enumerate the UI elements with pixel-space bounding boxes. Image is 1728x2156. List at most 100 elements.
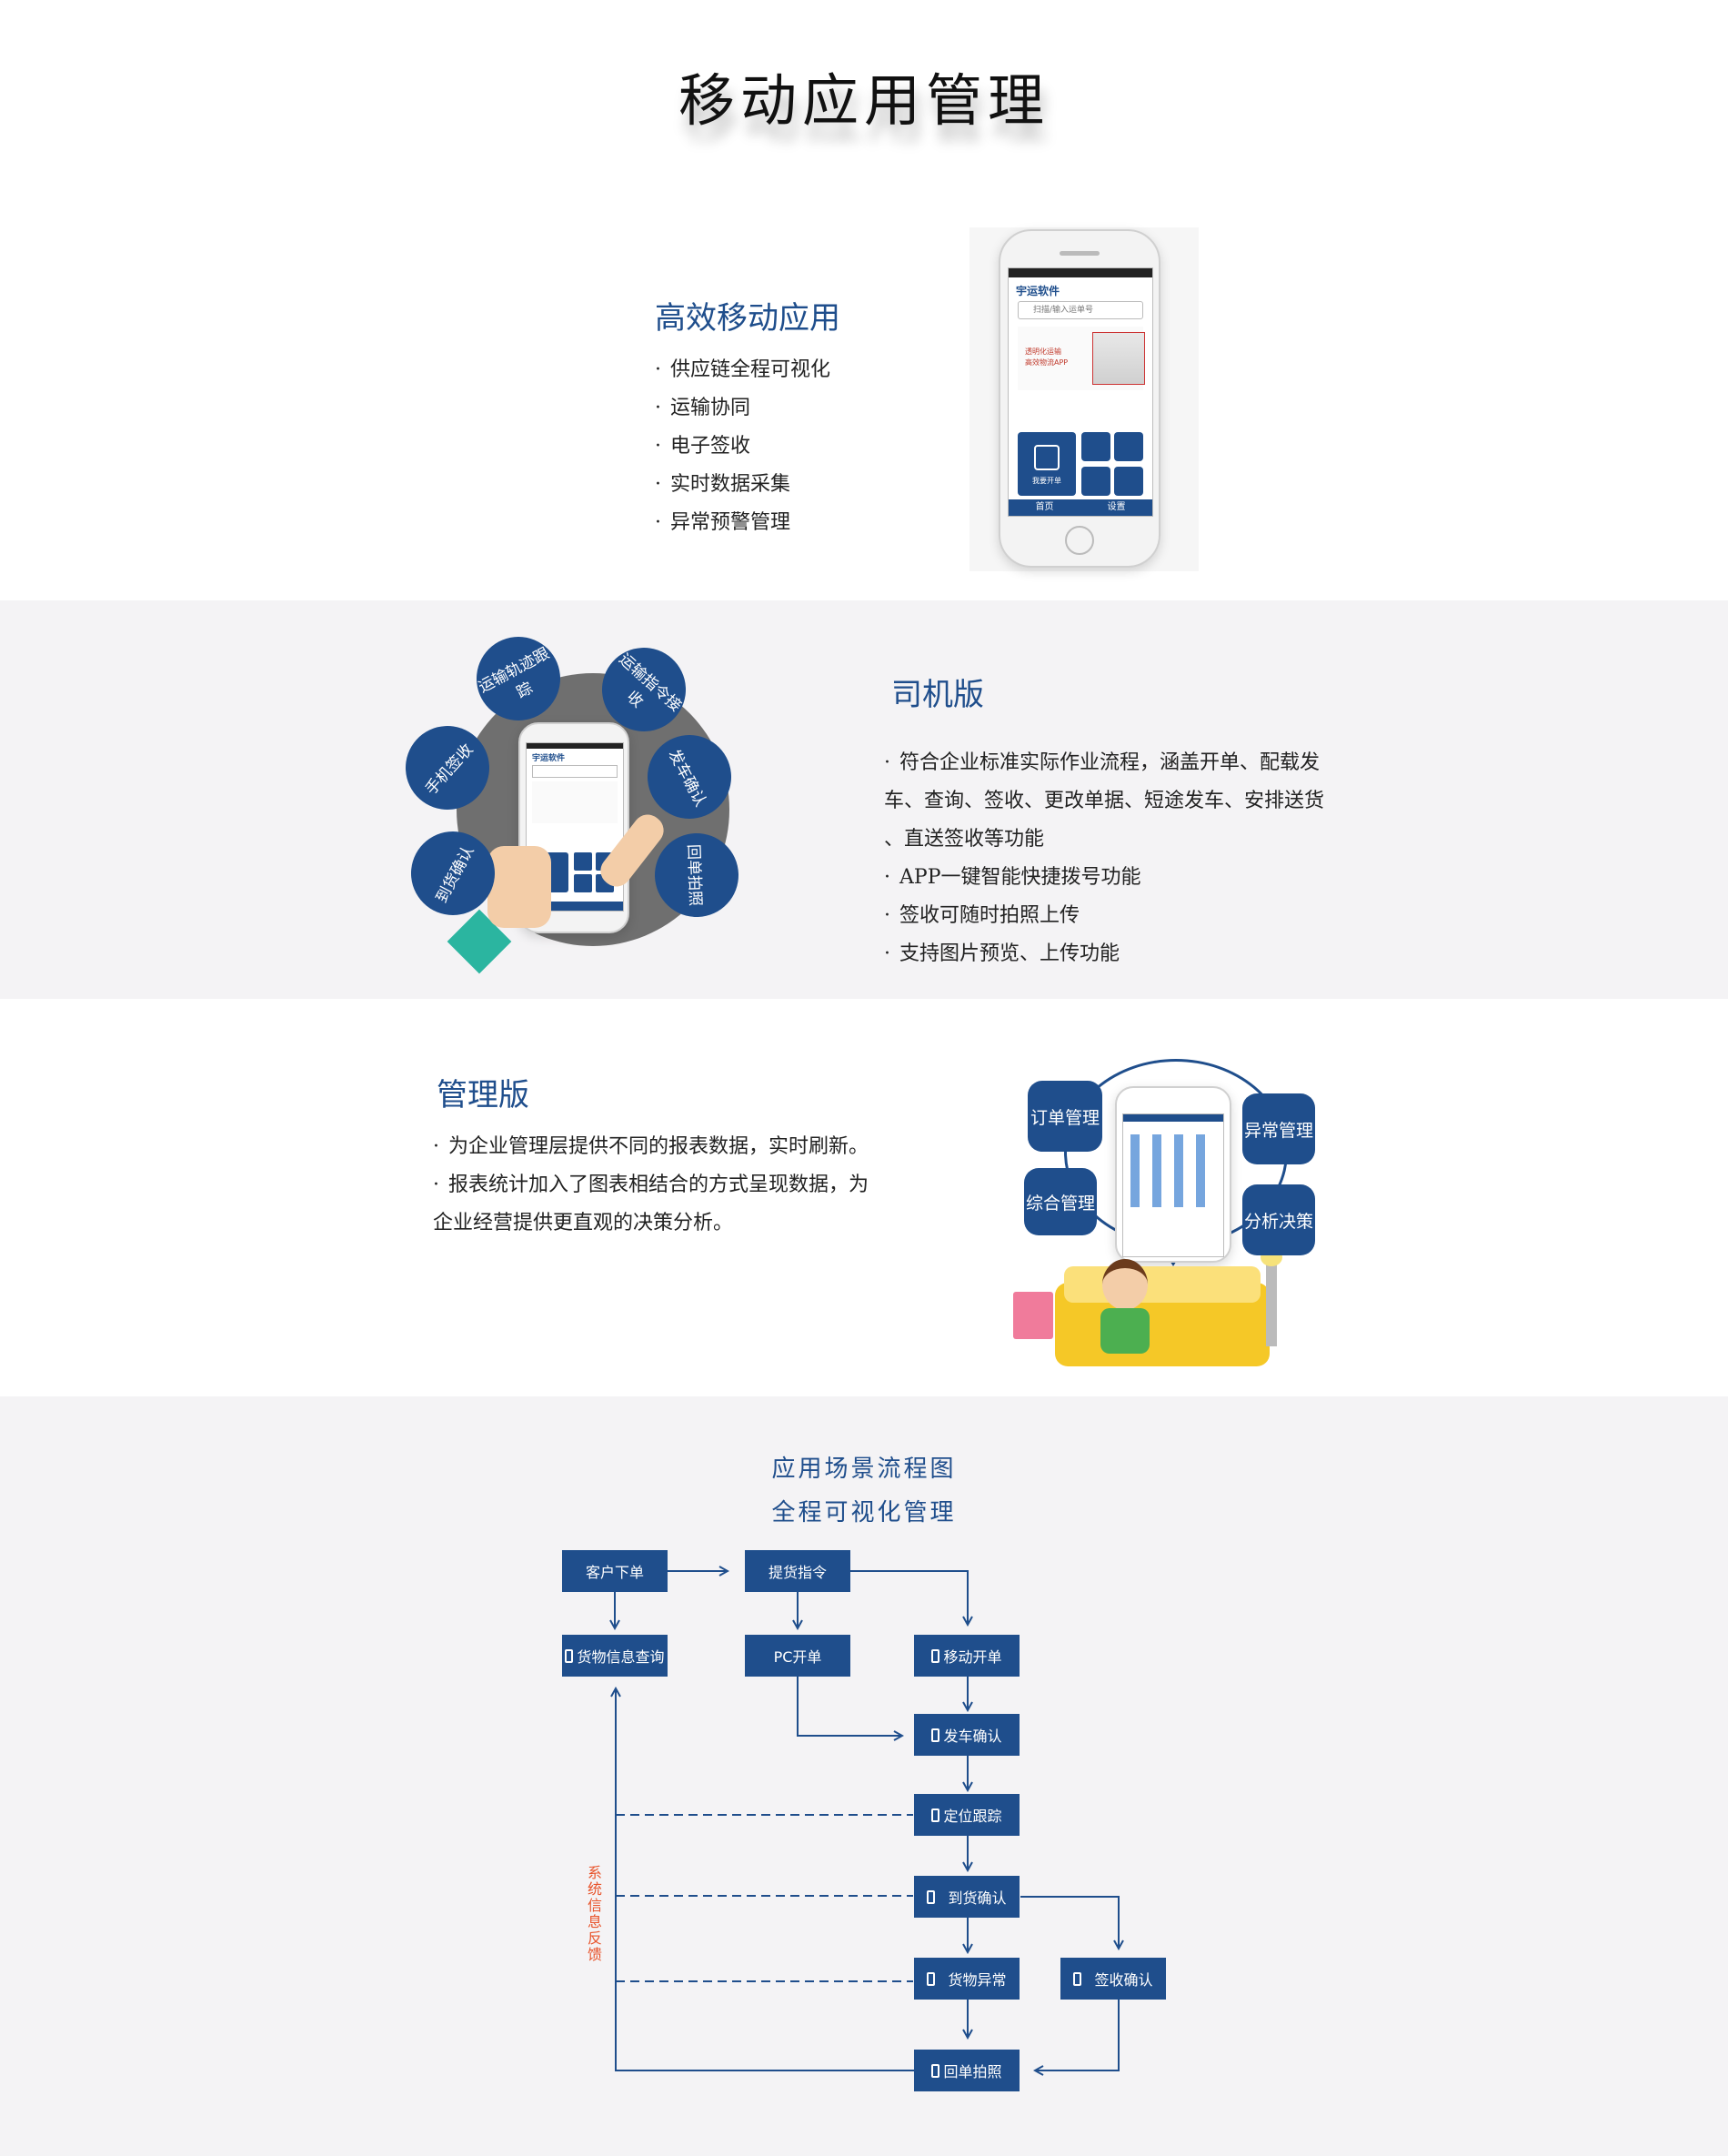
sofa-cushion <box>1064 1266 1261 1303</box>
bullet-item: 异常预警管理 <box>655 504 830 542</box>
bullet-item: 签收可随时拍照上传 <box>884 897 1324 935</box>
app-icon-grid <box>1130 1134 1216 1207</box>
node-label: 定位跟踪 <box>943 1808 1002 1825</box>
mobile-phone-icon <box>927 1971 936 1986</box>
app-search-field <box>532 765 618 778</box>
bullet-item-continued: 、直送签收等功能 <box>884 828 1045 851</box>
banner-line-1: 透明化运输 <box>1025 348 1061 356</box>
flow-node-pickup-command: 提货指令 <box>745 1550 850 1592</box>
node-label: 客户下单 <box>585 1564 644 1581</box>
bullet-item: 运输协同 <box>655 389 830 428</box>
node-label: PC开单 <box>773 1648 822 1666</box>
band-flow <box>0 1396 1728 2156</box>
app-search-field: 扫描/输入运单号 <box>1018 301 1143 319</box>
box-analysis-decision: 分析决策 <box>1242 1184 1315 1255</box>
tab-settings: 设置 <box>1107 502 1126 512</box>
phone-screen <box>1122 1113 1224 1257</box>
person-head <box>1102 1259 1148 1310</box>
app-tile-small <box>1081 432 1110 461</box>
side-drawer <box>1013 1292 1053 1339</box>
app-tile-small <box>1114 467 1143 496</box>
node-label: 提货指令 <box>768 1564 827 1581</box>
phone-mockup: 宇运软件 扫描/输入运单号 透明化运输 高效物流APP 我要开单 首页 设置 <box>999 229 1160 568</box>
mobile-phone-icon <box>931 1728 940 1742</box>
bullet-item: 供应链全程可视化 <box>655 351 830 389</box>
bullet-item: 电子签收 <box>655 428 830 466</box>
mobile-phone-icon <box>927 1889 936 1904</box>
bullet-item: 实时数据采集 <box>655 466 830 504</box>
app-tile-small <box>1114 432 1143 461</box>
flow-node-arrival-confirm: 到货确认 <box>914 1876 1020 1918</box>
bullet-item: 为企业管理层提供不同的报表数据，实时刷新。 <box>433 1128 869 1166</box>
app-tile-big: 我要开单 <box>1018 432 1076 496</box>
flow-node-departure-confirm: 发车确认 <box>914 1714 1020 1756</box>
flow-node-receipt-photo: 回单拍照 <box>914 2050 1020 2091</box>
mobile-phone-icon <box>931 2063 940 2078</box>
flow-node-pc-order: PC开单 <box>745 1635 850 1677</box>
box-exception-management: 异常管理 <box>1242 1093 1315 1164</box>
app-banner <box>532 781 618 823</box>
flow-title: 应用场景流程图 <box>771 1456 957 1483</box>
user-icon <box>1034 445 1060 470</box>
tile-label: 我要开单 <box>1032 477 1061 485</box>
node-label: 货物异常 <box>948 1971 1007 1989</box>
tab-home: 首页 <box>1035 502 1054 512</box>
banner-screens-image <box>1092 332 1145 385</box>
hand-shape <box>487 846 551 928</box>
bullet-item: APP一键智能快捷拨号功能 <box>884 859 1324 897</box>
app-tile-small <box>574 852 592 871</box>
app-tab-bar <box>527 902 623 911</box>
bullet-item-continued: 企业经营提供更直观的决策分析。 <box>433 1212 734 1234</box>
phone-home-button <box>1065 526 1094 555</box>
driver-bullets: 符合企业标准实际作业流程，涵盖开单、配载发 车、查询、签收、更改单据、短途发车、… <box>884 744 1324 973</box>
box-integrated-management: 综合管理 <box>1024 1168 1097 1235</box>
node-label: 货物信息查询 <box>577 1648 665 1666</box>
app-tab-bar: 首页 设置 <box>1009 499 1152 516</box>
flow-node-goods-exception: 货物异常 <box>914 1958 1020 2000</box>
bullet-item: 支持图片预览、上传功能 <box>884 935 1324 973</box>
box-order-management: 订单管理 <box>1028 1081 1102 1152</box>
flow-node-goods-query: 货物信息查询 <box>562 1635 668 1677</box>
person-body <box>1100 1308 1150 1354</box>
connector <box>797 1676 902 1736</box>
page-title: 移动应用管理 <box>678 67 1050 134</box>
banner-line-2: 高效物流APP <box>1025 358 1069 367</box>
app-tile-small <box>1081 467 1110 496</box>
mobile-phone-icon <box>1073 1971 1082 1986</box>
phone-status-bar <box>1123 1114 1223 1122</box>
app-tile-small <box>574 874 592 892</box>
feedback-connector <box>616 1688 914 2071</box>
section-heading-management: 管理版 <box>437 1077 529 1113</box>
connector <box>1020 1896 1119 1949</box>
phone-screen: 宇运软件 扫描/输入运单号 透明化运输 高效物流APP 我要开单 首页 设置 <box>1008 267 1153 517</box>
node-label: 回单拍照 <box>943 2063 1002 2080</box>
node-label: 发车确认 <box>943 1728 1002 1745</box>
node-label: 到货确认 <box>948 1889 1007 1907</box>
management-bullets: 为企业管理层提供不同的报表数据，实时刷新。 报表统计加入了图表相结合的方式呈现数… <box>433 1128 869 1243</box>
bullet-item-continued: 车、查询、签收、更改单据、短途发车、安排送货 <box>884 790 1325 812</box>
app-brand: 宇运软件 <box>1016 285 1060 297</box>
app-banner: 透明化运输 高效物流APP <box>1018 327 1145 390</box>
mobile-phone-icon <box>931 1808 940 1822</box>
connector <box>850 1570 968 1625</box>
feedback-label: 系统信息反馈 <box>588 1864 603 1963</box>
phone-status-bar <box>1009 268 1152 277</box>
node-label: 移动开单 <box>943 1648 1002 1666</box>
node-label: 签收确认 <box>1094 1971 1153 1989</box>
bullet-item: 报表统计加入了图表相结合的方式呈现数据，为 <box>433 1166 869 1204</box>
flow-node-sign-confirm: 签收确认 <box>1060 1958 1166 2000</box>
band-driver <box>0 600 1728 999</box>
efficient-app-bullets: 供应链全程可视化 运输协同 电子签收 实时数据采集 异常预警管理 <box>655 351 830 542</box>
bullet-item: 符合企业标准实际作业流程，涵盖开单、配载发 <box>884 744 1324 782</box>
section-heading-efficient-app: 高效移动应用 <box>655 300 840 337</box>
flow-node-customer-order: 客户下单 <box>562 1550 668 1592</box>
flow-node-location-tracking: 定位跟踪 <box>914 1794 1020 1836</box>
management-illustration <box>1010 1055 1319 1374</box>
section-heading-driver: 司机版 <box>891 677 984 713</box>
phone-status-bar <box>527 743 623 749</box>
mobile-phone-icon <box>565 1648 574 1663</box>
mobile-phone-icon <box>931 1648 940 1663</box>
phone-speaker <box>1060 251 1100 256</box>
app-brand: 宇运软件 <box>532 754 566 763</box>
